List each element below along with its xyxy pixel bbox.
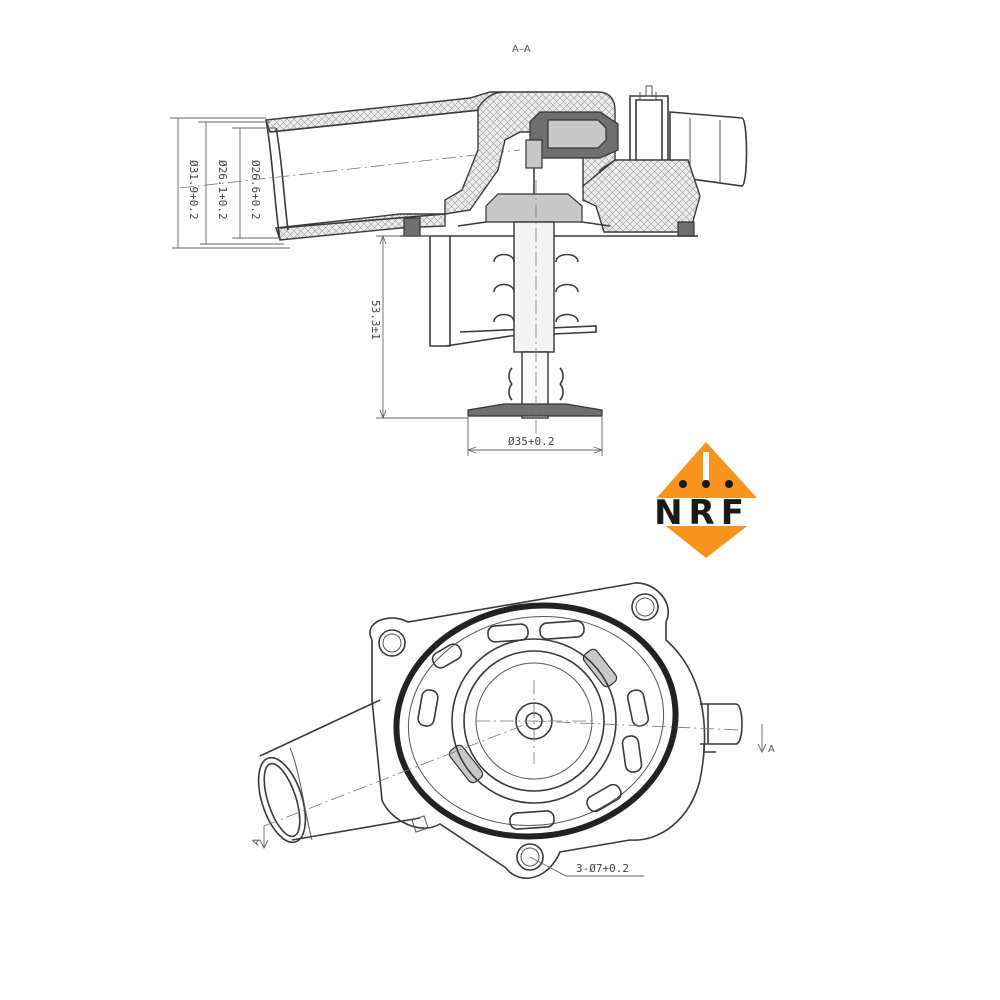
- logo-dot-3: [725, 480, 733, 488]
- logo-dot-1: [679, 480, 687, 488]
- inner-diameter-label: Ø26.6+0.2: [249, 160, 262, 220]
- pipe-centerline: [179, 149, 521, 189]
- sensor-tip: [525, 139, 543, 169]
- bolt-hole-right-inner: [635, 597, 655, 617]
- bolt-hole-left: [378, 629, 406, 657]
- section-marker-left: A: [250, 837, 263, 847]
- flow-windows: [417, 620, 650, 830]
- height-dimension: 53.3±1: [369, 234, 468, 420]
- bolt-hole-label: 3-Ø7+0.2: [576, 862, 629, 875]
- gasket-ring-inner: [407, 615, 665, 827]
- section-marker-right: A: [768, 744, 775, 755]
- valve-outer-ring: [451, 638, 617, 804]
- inlet-pipe-mouth: [257, 756, 307, 844]
- spring-upper: [493, 253, 579, 323]
- nrf-logo: NRF: [616, 442, 788, 558]
- bolt-hole-left-inner: [382, 633, 402, 653]
- diameter-dimensions: Ø31.9+0.2 Ø26.1+0.2 Ø26.6+0.2: [170, 117, 290, 249]
- outlet-stub: [700, 703, 743, 753]
- section-arrow-right: [757, 724, 767, 754]
- middle-diameter-label: Ø26.1+0.2: [216, 160, 229, 220]
- section-view: A–A Ø31.9+: [170, 44, 748, 456]
- top-view: A A 3-Ø7+0.2: [250, 582, 775, 880]
- inlet-pipe-mouth-inner: [263, 762, 301, 838]
- valve-diameter-dimension: Ø35+0.2: [466, 416, 604, 456]
- inlet-pipe-upper-wall: [265, 91, 506, 133]
- connector-plug: [669, 111, 748, 187]
- bolt-hole-right: [631, 593, 659, 621]
- lower-boss: [411, 815, 429, 833]
- logo-text: NRF: [654, 493, 750, 533]
- housing-outline: [369, 582, 706, 880]
- valve-diameter-label: Ø35+0.2: [508, 435, 554, 448]
- section-arrow-left: [259, 826, 269, 850]
- inlet-pipe-end: [265, 119, 289, 241]
- section-line: [263, 720, 741, 827]
- inlet-pipe-body: [259, 699, 421, 841]
- spring-lower: [508, 367, 564, 401]
- section-title: A–A: [512, 44, 531, 55]
- valve-middle-ring: [463, 650, 605, 792]
- sensor-inner: [547, 119, 607, 149]
- bypass-disc: [467, 403, 603, 417]
- inlet-pipe-bore: [269, 109, 481, 229]
- valve-frame-right: [457, 221, 611, 227]
- bolt-hole-bottom-inner: [520, 847, 540, 867]
- logo-dot-2: [702, 480, 710, 488]
- bolt-hole-bottom: [516, 843, 544, 871]
- gasket-ring: [393, 602, 679, 840]
- wax-element: [513, 221, 555, 353]
- height-label: 53.3±1: [369, 300, 382, 340]
- valve-cap: [485, 193, 583, 223]
- inlet-pipe-bead: [289, 747, 313, 841]
- connector-plug-ribs: [639, 85, 721, 182]
- outer-diameter-label: Ø31.9+0.2: [187, 160, 200, 220]
- bolt-hole-leader: [529, 856, 644, 877]
- valve-frame: [429, 236, 597, 347]
